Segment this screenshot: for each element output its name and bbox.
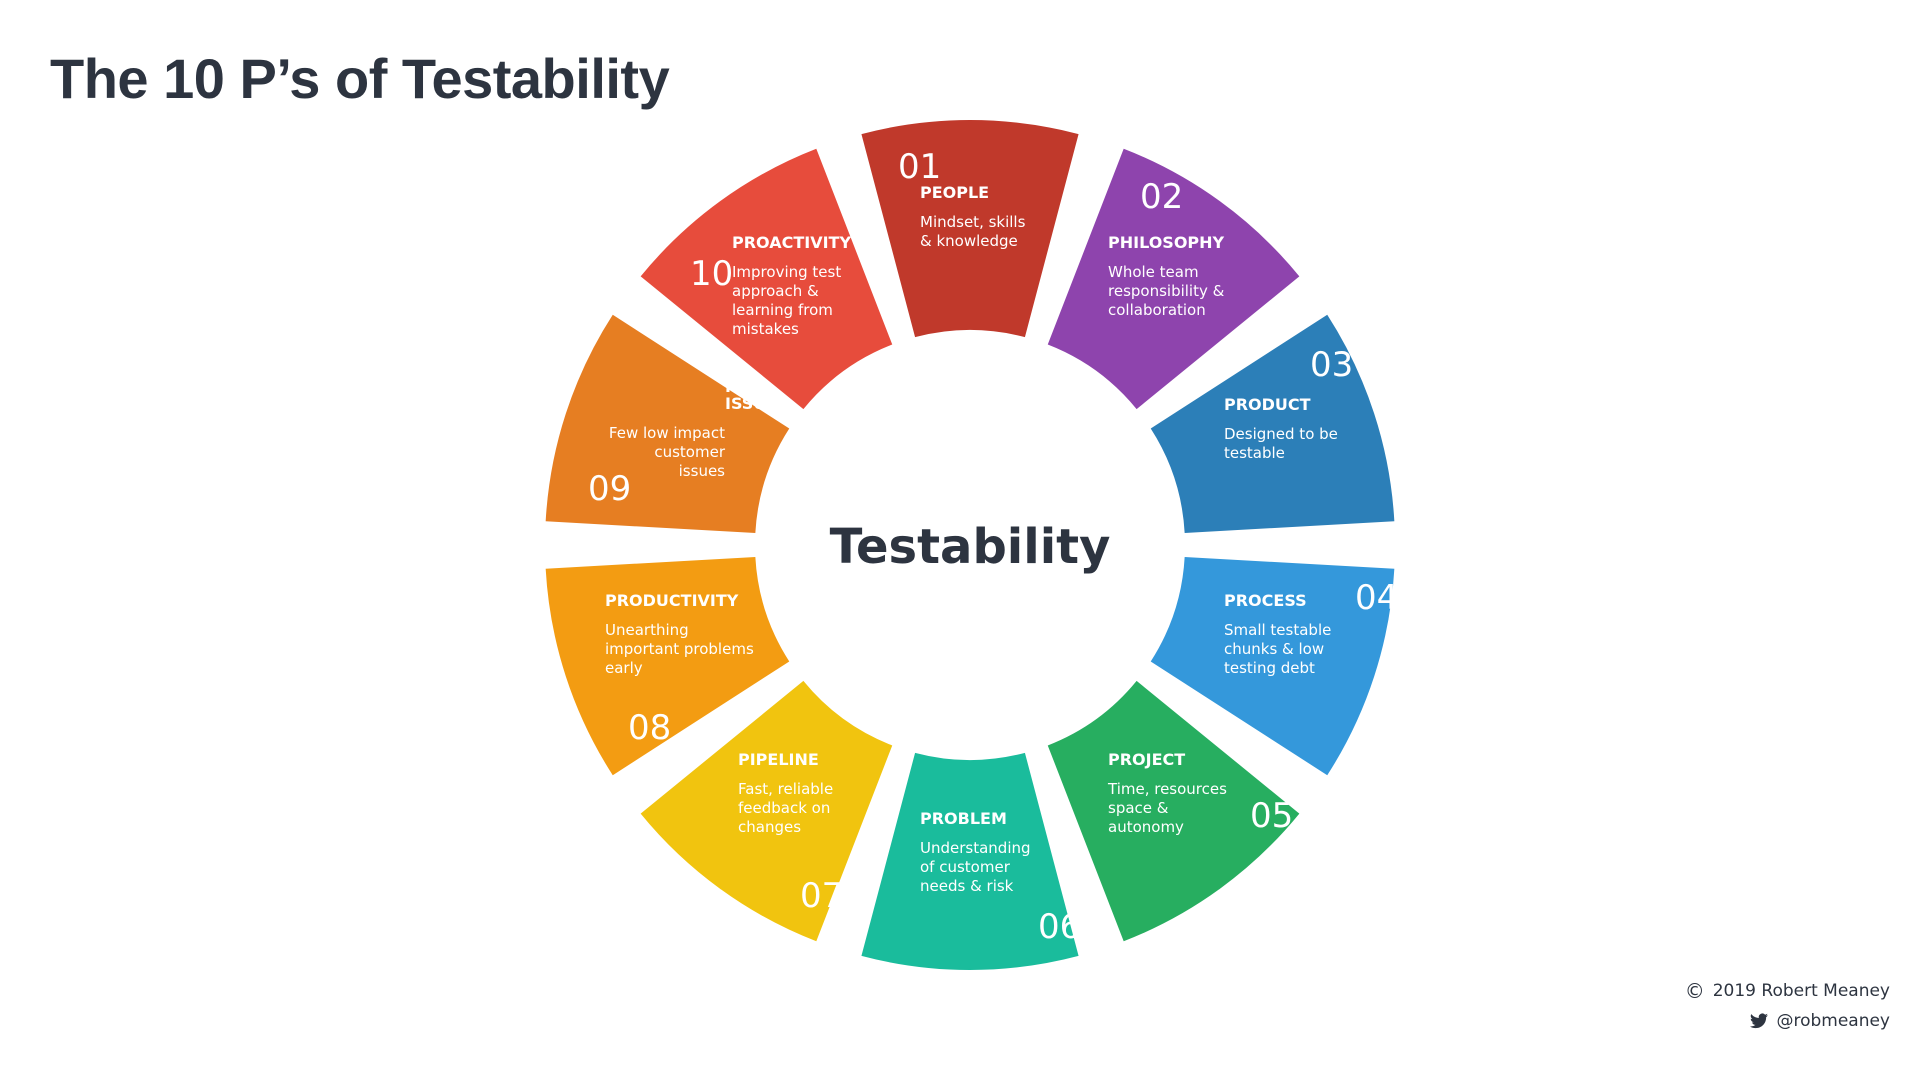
segment-description: & knowledge [920,232,1018,250]
segment-number: 06 [1038,907,1081,947]
segment-number: 09 [588,469,631,509]
segment-description: customer [654,443,725,461]
segment-number: 10 [690,254,733,294]
segment-description: changes [738,818,801,836]
segment-05 [1047,680,1300,942]
segment-description: learning from [732,301,833,319]
segment-description: chunks & low [1224,640,1324,658]
segment-description: Few low impact [609,424,725,442]
segment-number: 05 [1250,796,1293,836]
segment-number: 04 [1355,578,1398,618]
segment-description: testing debt [1224,659,1315,677]
segment-number: 01 [898,147,941,187]
segment-description: needs & risk [920,877,1014,895]
segment-number: 07 [800,876,843,916]
segment-description: early [605,659,643,677]
segment-description: responsibility & [1108,282,1225,300]
copyright-text: 2019 Robert Meaney [1712,981,1890,1001]
segment-description: Unearthing [605,621,689,639]
segment-description: testable [1224,444,1285,462]
segment-description: Mindset, skills [920,213,1026,231]
twitter-handle: @robmeaney [1776,1011,1890,1031]
footer: © 2019 Robert Meaney @robmeaney [1685,976,1890,1036]
segment-number: 08 [628,708,671,748]
segment-08 [545,557,790,776]
segment-09 [545,314,790,533]
segment-description: Understanding [920,839,1031,857]
segment-title: PROJECT [1108,750,1185,769]
segment-description: autonomy [1108,818,1184,836]
segment-title: PRODUCTIVITY [605,591,739,610]
segment-description: feedback on [738,799,830,817]
copyright-row: © 2019 Robert Meaney [1685,976,1890,1006]
segment-description: of customer [920,858,1011,876]
segment-description: collaboration [1108,301,1206,319]
segment-description: Whole team [1108,263,1199,281]
segment-title: PEOPLE [920,183,989,202]
segment-title: PROBLEM [920,809,1007,828]
segment-02 [1047,148,1300,410]
segment-title: ISSUES [725,394,789,413]
segment-title: PHILOSOPHY [1108,233,1225,252]
segment-description: important problems [605,640,754,658]
segment-description: mistakes [732,320,799,338]
segment-number: 03 [1310,345,1353,385]
segment-title: PROCESS [1224,591,1307,610]
segment-04 [1150,557,1395,776]
segment-10 [640,148,893,410]
segment-description: Improving test [732,263,841,281]
segment-description: Small testable [1224,621,1331,639]
segment-01 [861,120,1079,338]
segment-03 [1150,314,1395,533]
segment-number: 02 [1140,177,1183,217]
segment-description: Designed to be [1224,425,1338,443]
segment-description: issues [679,462,726,480]
segment-title: PROACTIVITY [732,233,851,252]
segment-title: PRODUCT [1224,395,1311,414]
segment-description: Time, resources [1107,780,1227,798]
page-title: The 10 P’s of Testability [50,47,670,110]
copyright-icon: © [1684,979,1705,1003]
segment-06 [861,752,1079,971]
segment-description: approach & [732,282,819,300]
segment-description: space & [1108,799,1169,817]
segment-title: PIPELINE [738,750,819,769]
segment-07 [640,680,893,942]
center-label: Testability [830,519,1111,575]
twitter-row: @robmeaney [1685,1006,1890,1036]
segment-description: Fast, reliable [738,780,833,798]
twitter-icon [1750,1013,1769,1029]
